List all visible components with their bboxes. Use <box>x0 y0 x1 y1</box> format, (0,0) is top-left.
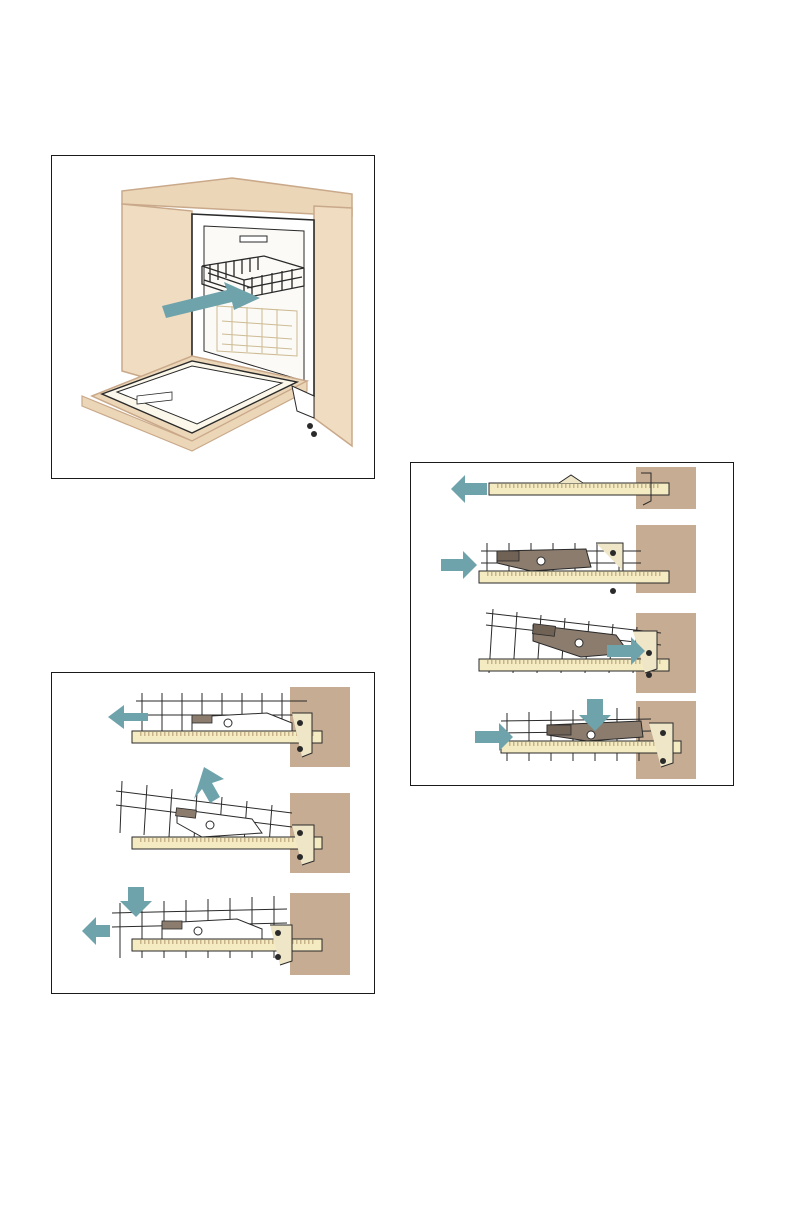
roller <box>587 731 595 739</box>
latch <box>162 921 182 929</box>
rack-reinsertion-sequence-illustration <box>411 463 733 785</box>
stop-bolt <box>297 854 303 860</box>
reinsert-step-3 <box>479 609 696 693</box>
removal-step-2 <box>116 767 350 873</box>
right-cabinet <box>314 206 352 446</box>
rack-reinsertion-figure <box>410 462 734 786</box>
roller <box>194 927 202 935</box>
pull-left-arrow-icon <box>451 475 487 503</box>
reinsert-step-1 <box>451 467 696 509</box>
removal-step-3 <box>82 887 350 975</box>
pull-left-arrow-icon <box>82 917 110 945</box>
stop-bolt <box>660 758 666 764</box>
rack-removal-sequence-illustration <box>52 673 374 993</box>
stop-bolt <box>297 720 303 726</box>
stop-bolt <box>275 930 281 936</box>
stop-bolt <box>297 830 303 836</box>
stop-bolt <box>275 954 281 960</box>
wall-panel <box>290 893 350 975</box>
latch <box>192 715 212 723</box>
foot-right <box>311 431 317 437</box>
roller <box>206 821 214 829</box>
roller <box>224 719 232 727</box>
roller <box>575 639 583 647</box>
stop-bolt <box>646 650 652 656</box>
roller <box>537 557 545 565</box>
dishwasher-rack-figure <box>51 155 375 479</box>
removal-step-1 <box>108 687 350 767</box>
rail-cam <box>559 475 583 483</box>
latch <box>497 551 519 561</box>
stop-bolt <box>610 550 616 556</box>
stop-bolt <box>297 746 303 752</box>
push-right-arrow-icon <box>441 551 477 579</box>
end-stop <box>596 543 623 571</box>
rack-removal-figure <box>51 672 375 994</box>
foot-left <box>307 423 313 429</box>
lift-up-arrow-icon <box>194 767 224 803</box>
reinsert-step-2 <box>441 525 696 594</box>
tub-vent <box>240 236 267 242</box>
stop-bolt <box>646 672 652 678</box>
latch <box>547 725 571 735</box>
latch <box>532 624 555 637</box>
stop-bolt <box>660 730 666 736</box>
dishwasher-upper-rack-pull-out-illustration <box>52 156 374 478</box>
stop-bolt <box>610 588 616 594</box>
reinsert-step-4 <box>475 699 696 779</box>
